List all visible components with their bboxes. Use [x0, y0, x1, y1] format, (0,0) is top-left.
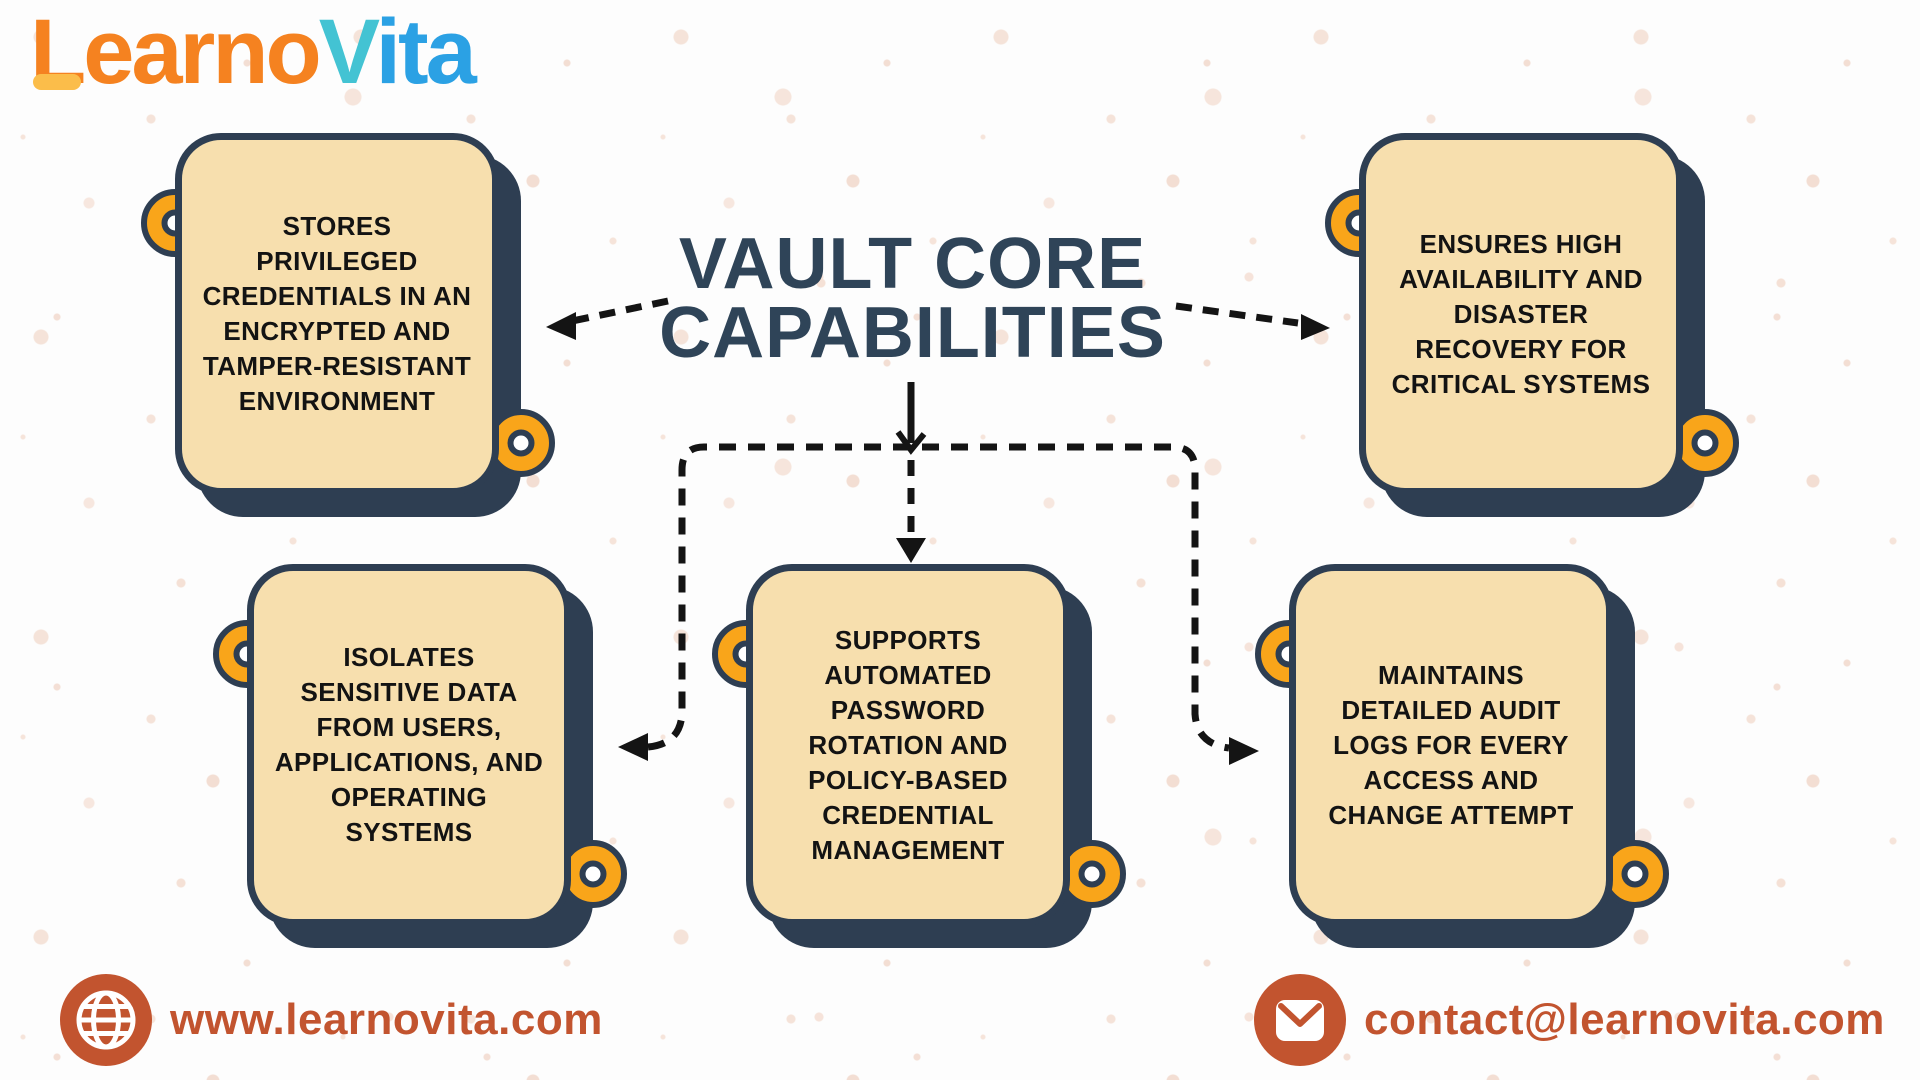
logo-text-v: V: [318, 1, 379, 103]
card-high-availability: ENSURES HIGH AVAILABILITY AND DISASTER R…: [1325, 133, 1739, 517]
logo-text-ita: ita: [375, 1, 476, 103]
card-face: ENSURES HIGH AVAILABILITY AND DISASTER R…: [1359, 133, 1683, 495]
website-contact: www.learnovita.com: [58, 972, 603, 1068]
email-contact: contact@learnovita.com: [1252, 972, 1885, 1068]
card-text: SUPPORTS AUTOMATED PASSWORD ROTATION AND…: [808, 624, 1008, 865]
branch-rail: [647, 443, 1230, 752]
globe-icon: [60, 974, 152, 1066]
mail-icon: [1254, 974, 1346, 1066]
arrowhead-branch-right: [1229, 737, 1259, 765]
logo-l-foot-decoration: [33, 74, 81, 90]
stem-arrowhead: [895, 430, 927, 455]
card-face: STORES PRIVILEGED CREDENTIALS IN AN ENCR…: [175, 133, 499, 495]
page-title: VAULT CORE CAPABILITIES: [530, 224, 1295, 373]
card-text: MAINTAINS DETAILED AUDIT LOGS FOR EVERY …: [1328, 659, 1574, 830]
brand-logo: LearnoVita: [30, 0, 477, 110]
arrowhead-center-down: [896, 538, 926, 563]
arrowhead-branch-left: [618, 733, 648, 761]
card-password-rotation: SUPPORTS AUTOMATED PASSWORD ROTATION AND…: [712, 564, 1126, 948]
arrowhead-left: [546, 312, 576, 340]
card-stores-credentials: STORES PRIVILEGED CREDENTIALS IN AN ENCR…: [141, 133, 555, 517]
email-address: contact@learnovita.com: [1364, 995, 1885, 1044]
card-text: ENSURES HIGH AVAILABILITY AND DISASTER R…: [1391, 228, 1651, 399]
card-face: ISOLATES SENSITIVE DATA FROM USERS, APPL…: [247, 564, 571, 926]
website-url: www.learnovita.com: [170, 995, 603, 1044]
card-text: STORES PRIVILEGED CREDENTIALS IN AN ENCR…: [202, 211, 472, 416]
card-face: MAINTAINS DETAILED AUDIT LOGS FOR EVERY …: [1289, 564, 1613, 926]
card-isolates-data: ISOLATES SENSITIVE DATA FROM USERS, APPL…: [213, 564, 627, 948]
card-audit-logs: MAINTAINS DETAILED AUDIT LOGS FOR EVERY …: [1255, 564, 1669, 948]
arrow-to-top-right: [1175, 302, 1299, 327]
title-line-2: CAPABILITIES: [659, 293, 1166, 373]
title-line-1: VAULT CORE: [678, 224, 1147, 304]
card-text: ISOLATES SENSITIVE DATA FROM USERS, APPL…: [274, 642, 544, 847]
card-face: SUPPORTS AUTOMATED PASSWORD ROTATION AND…: [746, 564, 1070, 926]
arrowhead-right: [1301, 314, 1330, 340]
arrow-to-top-left: [571, 297, 669, 325]
